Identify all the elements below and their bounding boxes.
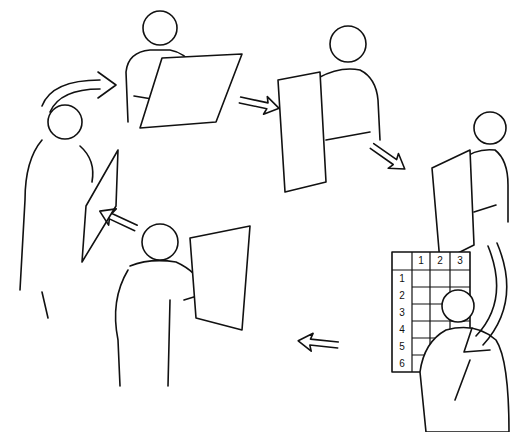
row-number: 2 (399, 291, 405, 301)
column-number: 2 (437, 256, 443, 266)
person-figure (278, 26, 380, 192)
column-number: 1 (418, 256, 424, 266)
column-number: 3 (457, 256, 463, 266)
person-figure (116, 224, 250, 386)
person-figure (126, 11, 242, 128)
flow-arrow (367, 139, 410, 177)
flow-arrow (238, 91, 281, 117)
curved-flow-arrow (464, 243, 507, 352)
flow-arrow (297, 332, 339, 354)
row-number: 6 (399, 359, 405, 369)
row-number: 4 (399, 325, 405, 335)
person-figure (20, 105, 118, 318)
row-number: 1 (399, 274, 405, 284)
row-number: 3 (399, 308, 405, 318)
person-figure (420, 290, 509, 432)
row-number: 5 (399, 342, 405, 352)
flow-arrow (96, 203, 140, 236)
curved-flow-arrow (42, 72, 116, 112)
person-figure (432, 112, 508, 262)
